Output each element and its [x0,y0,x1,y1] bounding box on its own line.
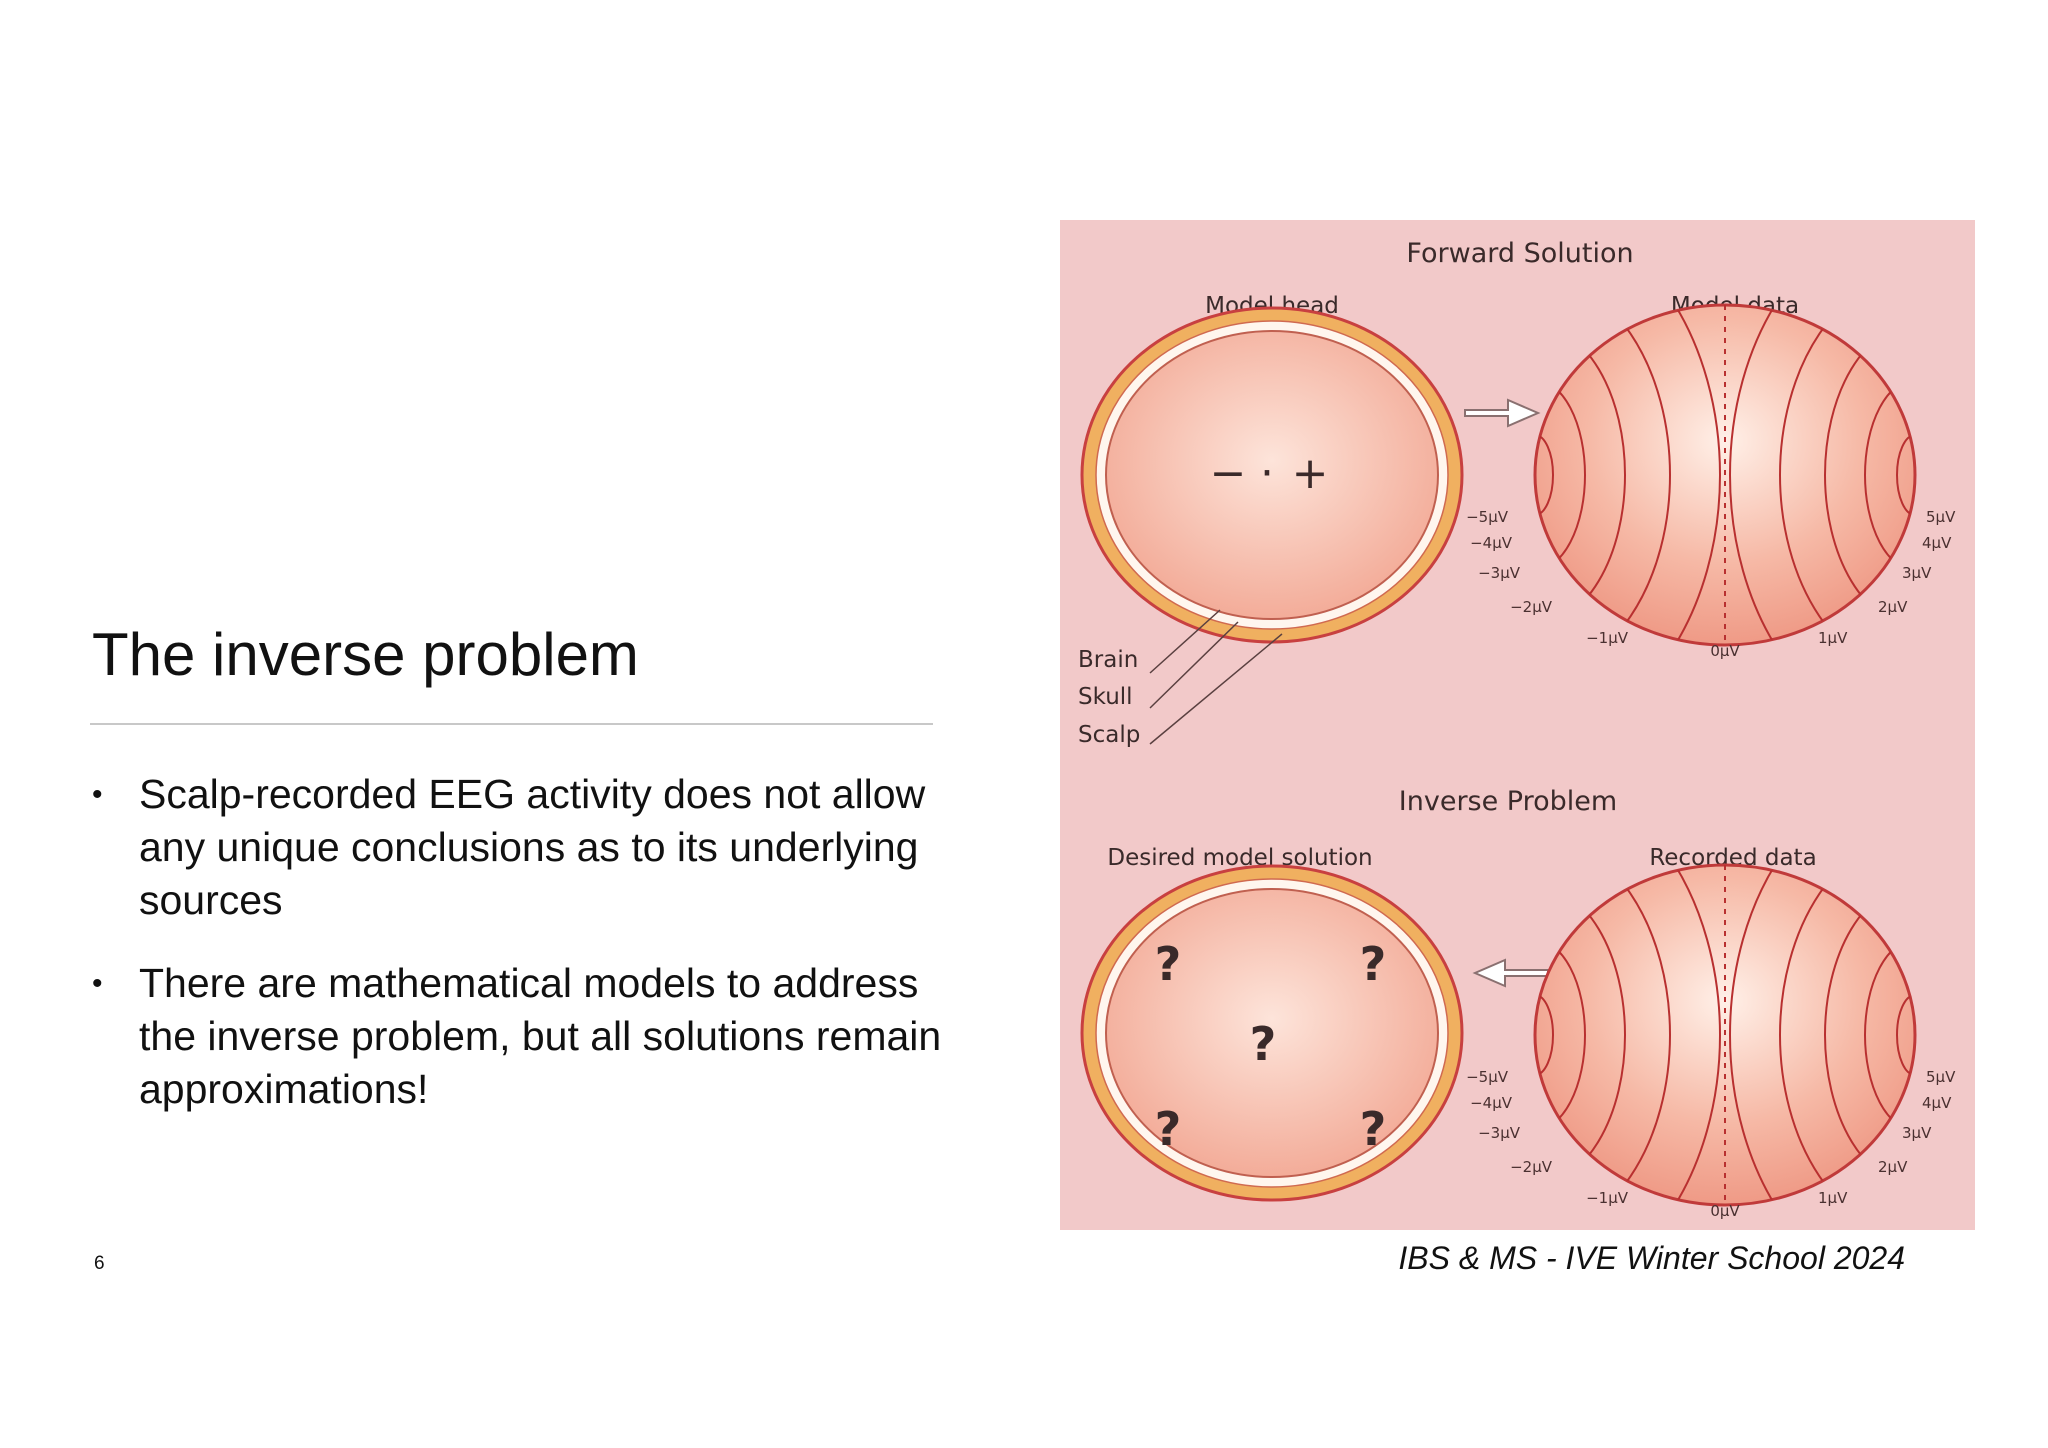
potential-label: −5μV [1466,508,1509,526]
dipole-center: · [1260,448,1274,499]
potential-label: 2μV [1878,1158,1908,1176]
scalp-label: Scalp [1078,722,1140,748]
skull-label: Skull [1078,684,1133,710]
bullet-item: • Scalp-recorded EEG activity does not a… [92,768,942,927]
desired-model-head [1080,864,1464,1202]
eeg-diagram: Forward Solution Model head Model data −… [1060,220,1975,1230]
potential-label: −5μV [1466,1068,1509,1086]
potential-label: −2μV [1510,598,1553,616]
dipole-negative-pole: − [1210,448,1247,499]
potential-label: −4μV [1470,1094,1513,1112]
potential-label: −1μV [1586,1189,1629,1207]
bullet-item: • There are mathematical models to addre… [92,957,942,1116]
unknown-source-mark: ? [1360,1102,1387,1156]
desired-solution-label: Desired model solution [1107,845,1372,871]
brain-label: Brain [1078,647,1138,673]
potential-label: 1μV [1818,1189,1848,1207]
potential-label: 2μV [1878,598,1908,616]
potential-label: 4μV [1922,534,1952,552]
unknown-source-mark: ? [1155,937,1182,991]
potential-label: 5μV [1926,508,1956,526]
potential-label: −3μV [1478,564,1521,582]
bullet-dot-icon: • [92,778,103,811]
potential-label: 3μV [1902,1124,1932,1142]
potential-label: −2μV [1510,1158,1553,1176]
unknown-source-mark: ? [1155,1102,1182,1156]
model-data-map [1533,303,1917,647]
bullet-text: There are mathematical models to address… [139,960,942,1112]
forward-heading: Forward Solution [1406,238,1633,269]
unknown-source-mark: ? [1250,1017,1277,1071]
unknown-source-mark: ? [1360,937,1387,991]
title-divider [90,723,933,725]
bullet-text: Scalp-recorded EEG activity does not all… [139,771,926,923]
footer-text: IBS & MS - IVE Winter School 2024 [1398,1240,1905,1276]
dipole-positive-pole: + [1292,448,1329,499]
potential-label: −1μV [1586,629,1629,647]
forward-arrow-icon [1464,398,1541,428]
potential-label: 1μV [1818,629,1848,647]
potential-label: 4μV [1922,1094,1952,1112]
potential-label: −4μV [1470,534,1513,552]
bullet-list: • Scalp-recorded EEG activity does not a… [92,768,942,1146]
potential-label: 0μV [1710,642,1740,660]
potential-label: 5μV [1926,1068,1956,1086]
layer-pointer-lines [1149,609,1283,745]
potential-label: −3μV [1478,1124,1521,1142]
slide-title: The inverse problem [92,621,639,688]
page-number: 6 [94,1253,105,1274]
potential-label: 0μV [1710,1202,1740,1220]
bullet-dot-icon: • [92,967,103,1000]
inverse-arrow-icon [1472,958,1549,988]
model-head [1080,306,1464,644]
recorded-data-map [1533,863,1917,1207]
potential-label: 3μV [1902,564,1932,582]
eeg-figure: Forward Solution Model head Model data −… [1060,220,1975,1230]
inverse-heading: Inverse Problem [1399,786,1617,817]
